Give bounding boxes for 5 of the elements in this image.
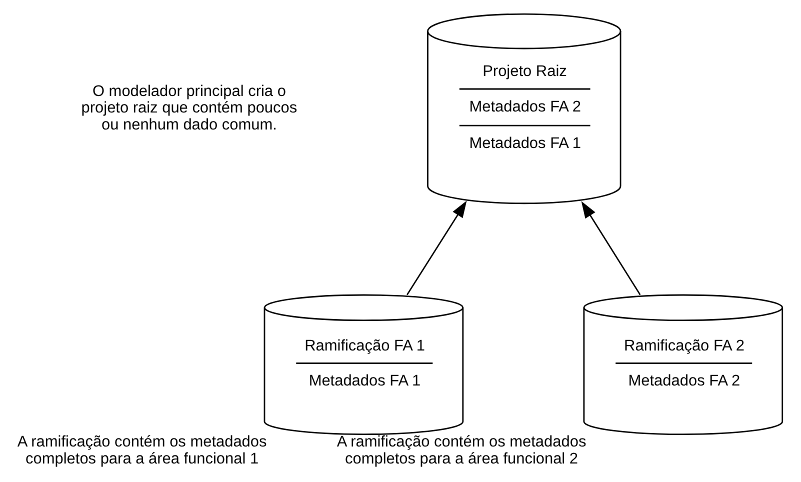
label: O modelador principal cria o projeto raiz que contém poucos ou nenhum dado comum. (80, 82, 297, 134)
node-label: A ramificação contém os metadados completos para a área funcional 1 (16, 434, 266, 468)
arrow (580, 201, 640, 296)
arrow (406, 200, 466, 296)
node-label: A ramificação contém os metadados completos para a área funcional 2 (336, 434, 586, 468)
